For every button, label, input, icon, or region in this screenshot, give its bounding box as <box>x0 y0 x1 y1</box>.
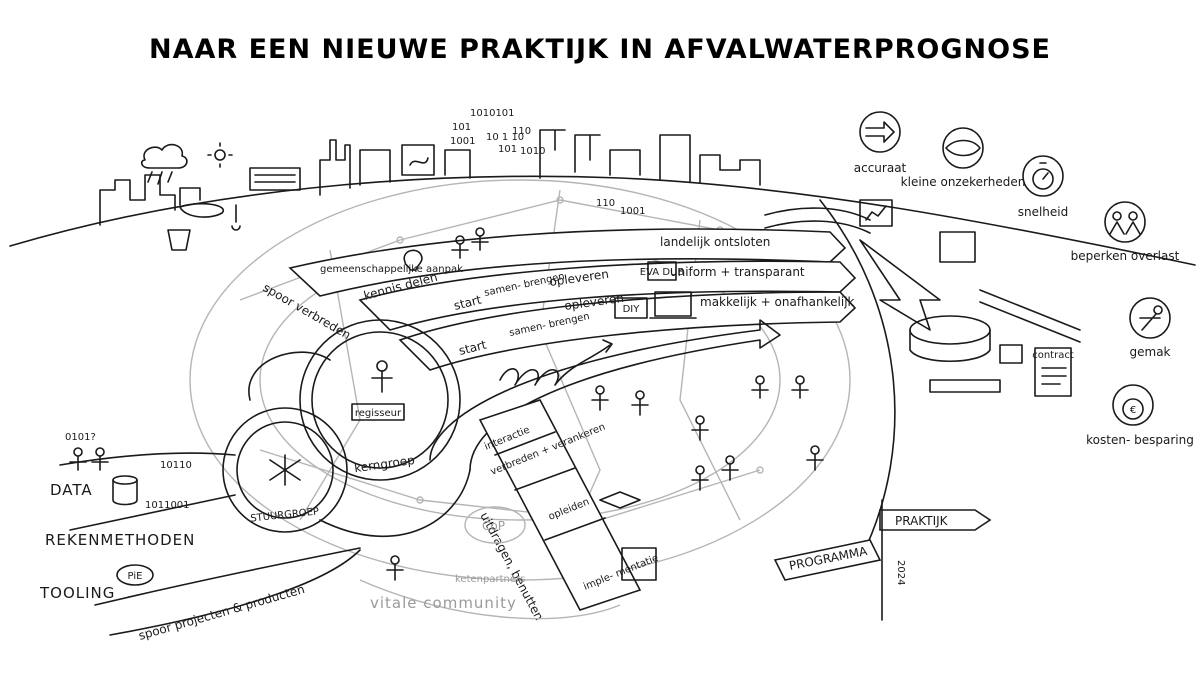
band-1 <box>288 228 847 297</box>
input-stream-1 <box>59 452 236 466</box>
programma-praktijk-signs: PROGRAMMA PRAKTIJK 2024 <box>773 499 992 621</box>
vital-community-label: vitale community <box>370 594 517 612</box>
kerngroep-gear: regisseur kerngroep <box>299 319 461 481</box>
page-title: NAAR EEN NIEUWE PRAKTIJK IN AFVALWATERPR… <box>149 34 1051 65</box>
svg-text:1010101: 1010101 <box>470 108 515 119</box>
laptop-icon <box>649 291 697 319</box>
treatment-plant: contract <box>764 199 1081 397</box>
svg-text:110: 110 <box>596 198 615 209</box>
stuurgroep-gear: STUURGROEP <box>222 407 348 533</box>
svg-text:regisseur: regisseur <box>355 408 402 419</box>
tag-label: EVA DUB <box>640 267 685 278</box>
cop-label: CoP <box>482 519 505 533</box>
track-projects-label: spoor projecten & producten <box>137 582 306 643</box>
benefit-6: € kosten- besparing <box>1086 384 1194 447</box>
band1-cell-1: gemeenschappelijke aanpak <box>320 264 463 275</box>
band3-start: start <box>457 337 488 357</box>
stopwatch-icon <box>1022 155 1064 197</box>
people-figures <box>69 227 824 581</box>
input-data-label: DATA <box>50 481 93 499</box>
loop-arrow-2 <box>319 469 471 538</box>
input-tooling-label: TOOLING <box>39 584 115 602</box>
svg-text:accuraat: accuraat <box>854 161 907 175</box>
svg-text:STUURGROEP: STUURGROEP <box>250 506 320 524</box>
svg-text:1001: 1001 <box>620 206 645 217</box>
partners-label: ketenpartners <box>455 574 525 585</box>
sun-icon <box>214 149 226 161</box>
svg-text:kerngroep: kerngroep <box>353 453 415 475</box>
svg-text:PiE: PiE <box>128 571 143 582</box>
svg-text:1001: 1001 <box>450 136 475 147</box>
svg-text:0101?: 0101? <box>65 432 96 443</box>
benefit-4: beperken overlast <box>1071 201 1180 263</box>
pipe-plug-icon <box>859 111 901 153</box>
thermometer-icon <box>231 204 241 231</box>
city-skyline <box>99 129 761 251</box>
swirl-arrow <box>499 344 611 386</box>
outcome-uniform: uniform + transparant <box>670 265 805 279</box>
binary-numbers: 1010101 101 1001 10 1 10 110 101 1010 11… <box>450 108 645 217</box>
graduation-cap-icon <box>599 491 641 509</box>
community-area: CoP ketenpartners vitale community <box>359 506 621 620</box>
svg-text:kleine onzekerheden: kleine onzekerheden <box>901 175 1026 189</box>
outcome-easy: makkelijk + onafhankelijk <box>700 295 855 309</box>
band-3 <box>398 291 857 371</box>
input-stream-3 <box>94 547 361 606</box>
benefit-1: accuraat <box>854 111 907 175</box>
bucket-icon <box>167 229 191 251</box>
svg-text:beperken overlast: beperken overlast <box>1071 249 1180 263</box>
svg-text:PRAKTIJK: PRAKTIJK <box>895 514 949 528</box>
benefit-2: kleine onzekerheden <box>901 127 1026 189</box>
leaf-shape-icon <box>942 127 984 169</box>
svg-text:110: 110 <box>512 126 531 137</box>
people-group-icon <box>1104 201 1146 243</box>
benefit-3: snelheid <box>1018 155 1069 219</box>
svg-text:kosten- besparing: kosten- besparing <box>1086 433 1194 447</box>
tooling-tag <box>116 564 154 586</box>
svg-text:contract: contract <box>1032 350 1074 361</box>
input-stream-2 <box>69 494 236 531</box>
input-methods-label: REKENMETHODEN <box>45 531 195 549</box>
outcome-national: landelijk ontsloten <box>660 235 770 249</box>
regisseur-box <box>351 403 405 421</box>
diy-box <box>614 297 648 319</box>
svg-text:101: 101 <box>498 144 517 155</box>
money-bag-icon <box>1112 384 1154 426</box>
svg-text:2024: 2024 <box>895 560 906 585</box>
rain-cloud-icon <box>140 143 188 169</box>
person-relaxing-icon <box>1129 297 1171 339</box>
puzzle-piece-icon <box>621 547 657 581</box>
process-ladder: interactie verbreden + verankeren opleid… <box>477 399 660 623</box>
svg-text:1011001: 1011001 <box>145 500 190 511</box>
benefit-5: gemak <box>1129 297 1171 359</box>
spoor-projecten-line <box>109 549 361 636</box>
svg-text:gemak: gemak <box>1130 345 1171 359</box>
contract-document <box>1034 347 1072 397</box>
svg-text:10110: 10110 <box>160 460 192 471</box>
band2-start: start <box>452 292 483 312</box>
svg-text:10 1 10: 10 1 10 <box>486 132 524 143</box>
lightbulb-icon <box>403 249 423 271</box>
svg-text:101: 101 <box>452 122 471 133</box>
database-icon <box>112 475 138 506</box>
svg-text:snelheid: snelheid <box>1018 205 1069 219</box>
svg-text:DIY: DIY <box>623 304 641 315</box>
band-2 <box>358 260 857 331</box>
svg-text:1010: 1010 <box>520 146 545 157</box>
svg-text:€: € <box>1130 405 1136 416</box>
loop-arrow <box>248 351 331 401</box>
